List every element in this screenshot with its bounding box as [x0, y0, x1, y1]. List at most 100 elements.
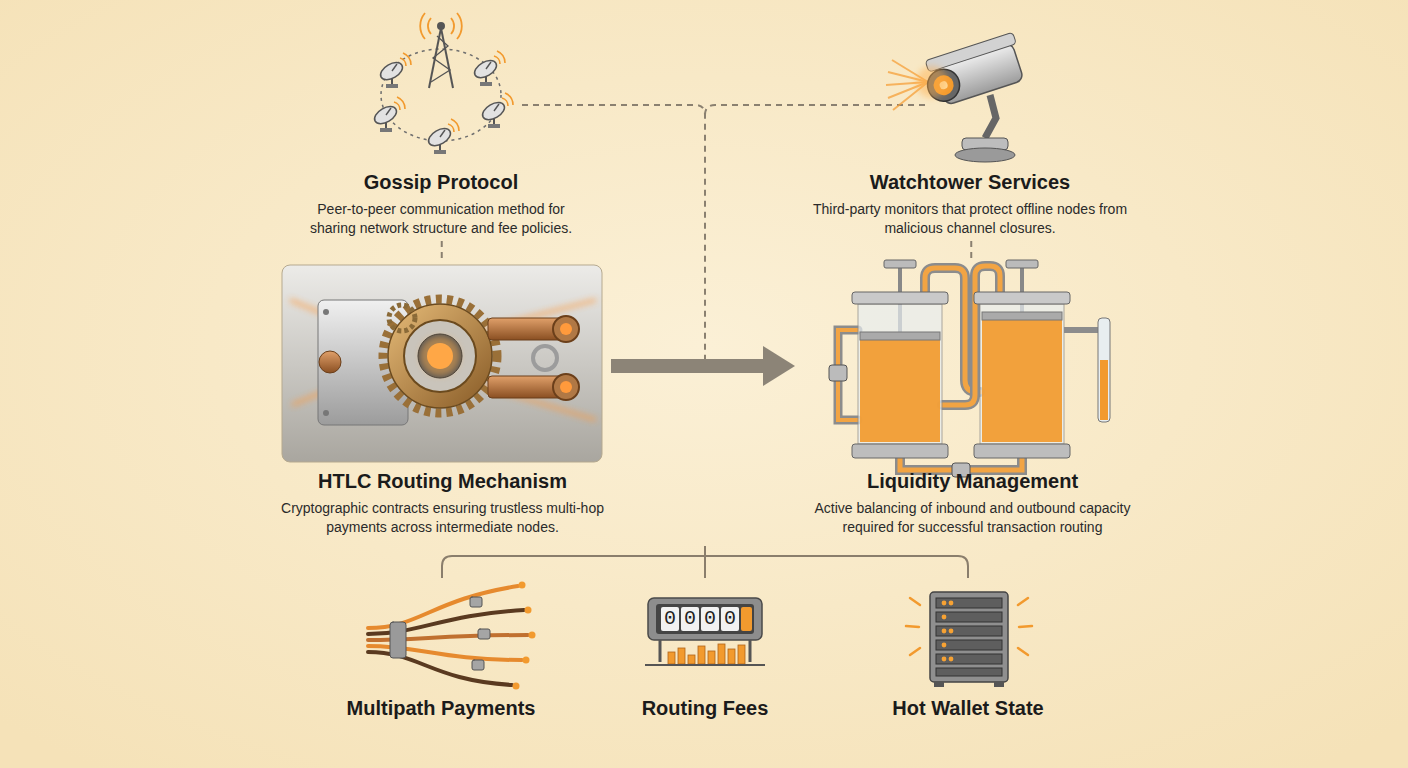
side-port	[319, 351, 341, 373]
lens-ring	[533, 346, 557, 370]
dashed-connector	[970, 241, 972, 261]
rack-slot	[936, 668, 1002, 676]
management-card: Liquidity ManagementActive balancing of …	[795, 262, 1150, 537]
satellite-dish	[426, 119, 459, 154]
bracket-stem	[704, 546, 706, 578]
radio-tower	[420, 13, 462, 88]
node-heading: Hot Wallet State	[868, 696, 1068, 720]
status-leds	[942, 601, 954, 662]
camera-arm	[985, 95, 996, 138]
tank-liquid	[982, 320, 1062, 442]
copper-cylinder	[488, 376, 562, 398]
node-description: Third-party monitors that protect offlin…	[800, 200, 1140, 238]
inner-ring	[404, 320, 476, 392]
rack-slot	[936, 598, 1002, 608]
server-rack-icon	[906, 592, 1032, 687]
piston-plate	[860, 332, 940, 340]
bar	[708, 651, 715, 664]
feature-item: Multipath Payments	[336, 575, 546, 726]
counter-housing	[648, 598, 762, 640]
piston-handle	[884, 260, 916, 268]
rack-foot	[994, 682, 1004, 687]
mechanism-card: HTLC Routing MechanismCryptographic cont…	[280, 262, 605, 537]
fee-bars	[668, 644, 745, 664]
led	[942, 601, 947, 606]
cable-sleeve	[478, 629, 490, 639]
protocol-card: Gossip ProtocolPeer-to-peer communicatio…	[296, 12, 586, 238]
tower-brace	[431, 36, 450, 82]
tank-cap	[974, 292, 1070, 304]
copper-cylinder	[488, 318, 562, 340]
bottom-bracket	[442, 546, 968, 578]
tank-glass	[980, 304, 1064, 444]
gauge-pipe	[1064, 327, 1098, 333]
tank-liquid	[860, 340, 940, 442]
rack-slots	[936, 598, 1002, 676]
tank-base	[974, 444, 1070, 458]
cable-end	[519, 582, 526, 589]
cylinder-end	[553, 316, 579, 342]
flow-arrow	[611, 359, 764, 373]
spark	[910, 598, 920, 605]
rack-foot	[934, 682, 944, 687]
satellite-dish	[372, 97, 405, 132]
htlc-mechanism-image	[282, 265, 602, 462]
rack-slot	[936, 612, 1002, 622]
counter-window	[656, 604, 754, 634]
counter-leg	[749, 640, 752, 662]
gossip-network-icon	[372, 13, 513, 154]
node-heading: Liquidity Management	[795, 469, 1150, 493]
piston-plate	[982, 312, 1062, 320]
bolt	[323, 410, 329, 416]
node-description: Active balancing of inbound and outbound…	[795, 499, 1150, 537]
cylinder-end	[553, 374, 579, 400]
spark	[1019, 626, 1032, 627]
level-gauge	[1098, 318, 1110, 422]
counter-leg	[659, 640, 662, 662]
brass-ring	[388, 304, 492, 408]
counter-digits: 0000	[664, 607, 744, 631]
led	[949, 657, 954, 662]
rack-slot	[936, 626, 1002, 636]
bar	[688, 655, 695, 664]
heat-sparks	[906, 598, 1032, 655]
node-heading: HTLC Routing Mechanism	[280, 469, 605, 493]
dashed-connector	[441, 241, 443, 261]
cable-end	[513, 683, 520, 690]
cable-end	[529, 632, 536, 639]
signal-arc	[457, 13, 462, 39]
tower-tip	[438, 23, 444, 29]
spark	[910, 648, 920, 655]
gauge-fluid	[1100, 360, 1108, 420]
lens-core	[418, 334, 462, 378]
node-description: Cryptographic contracts ensuring trustle…	[280, 499, 605, 537]
led	[949, 629, 954, 634]
spark	[1018, 648, 1028, 655]
cable-sleeve	[390, 622, 406, 658]
watchtower-camera-icon	[886, 32, 1028, 162]
bar	[738, 645, 745, 664]
feature-item: Routing Fees	[605, 575, 805, 726]
bar	[668, 652, 675, 664]
led	[942, 657, 947, 662]
spark	[906, 626, 919, 627]
signal-arc	[428, 18, 431, 34]
cable-sleeve	[472, 660, 484, 670]
led	[942, 629, 947, 634]
led	[942, 615, 947, 620]
camera-hood	[925, 32, 1016, 72]
tank-base	[852, 444, 948, 458]
bar	[728, 649, 735, 664]
node-heading: Watchtower Services	[800, 170, 1140, 194]
node-description: Peer-to-peer communication method for sh…	[296, 200, 586, 238]
signal-arc	[420, 13, 425, 39]
node-heading: Routing Fees	[605, 696, 805, 720]
cable-sleeve	[470, 597, 482, 607]
lens-glow	[916, 66, 948, 98]
satellite-dish	[378, 53, 411, 88]
led	[949, 601, 954, 606]
bar	[698, 646, 705, 664]
